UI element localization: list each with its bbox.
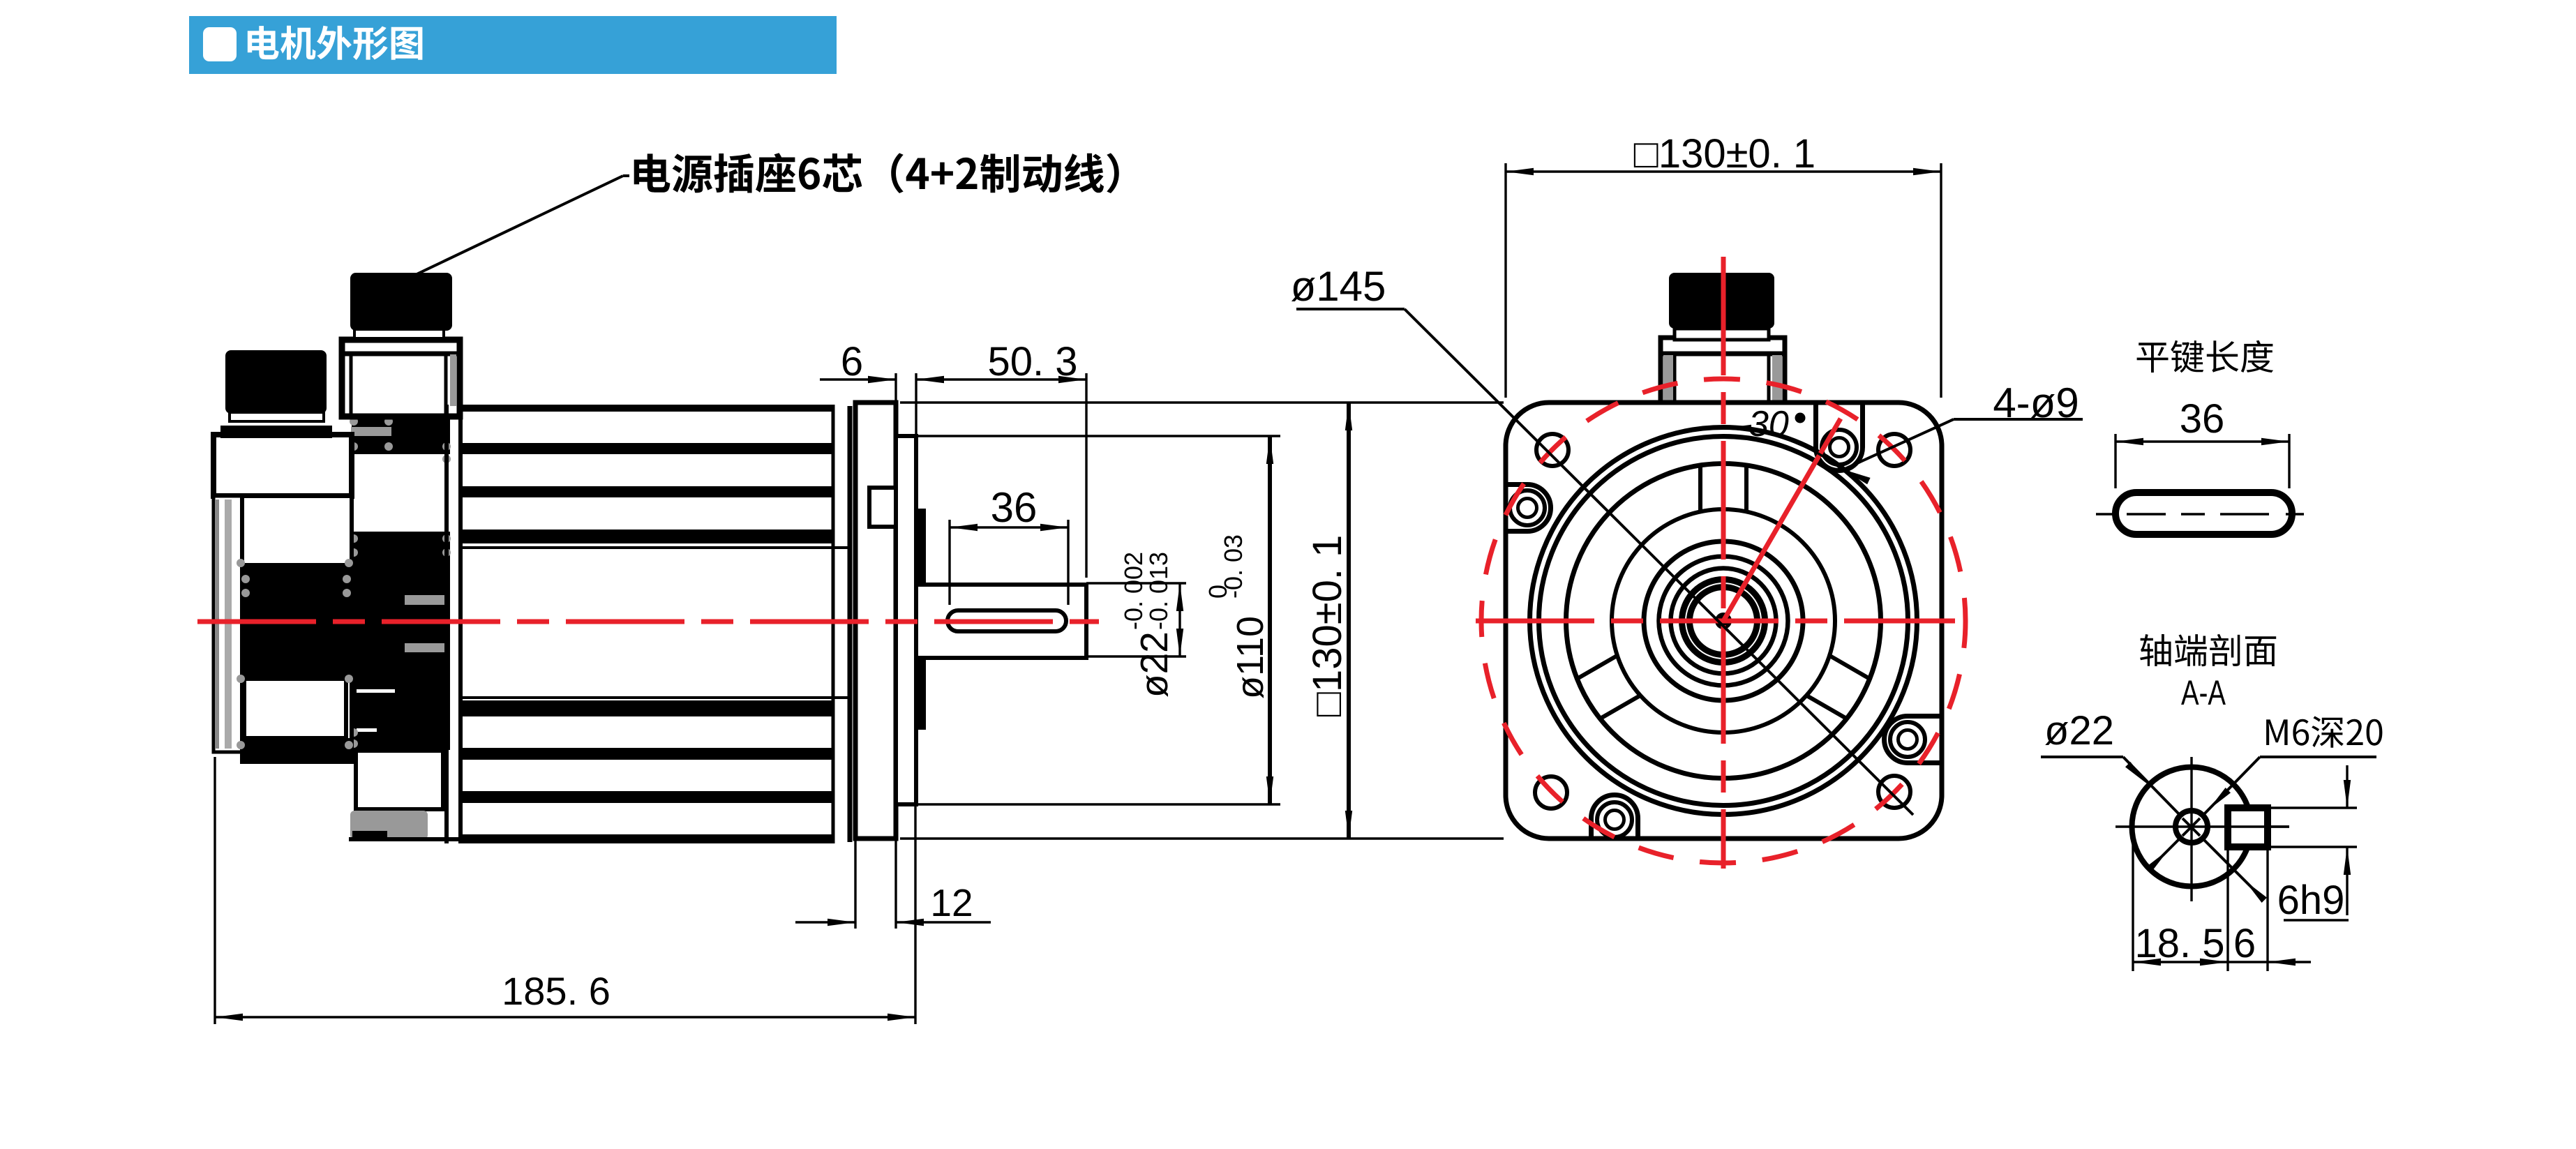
svg-text:18. 5: 18. 5 (2135, 921, 2225, 966)
svg-text:□130±0. 1: □130±0. 1 (1305, 535, 1350, 716)
svg-text:-0. 002: -0. 002 (1119, 552, 1148, 630)
svg-text:ø145: ø145 (1291, 263, 1386, 310)
svg-text:12: 12 (930, 881, 973, 924)
svg-text:-0. 013: -0. 013 (1144, 552, 1173, 630)
svg-text:A-A: A-A (2181, 673, 2226, 712)
svg-text:6h9: 6h9 (2277, 878, 2345, 923)
svg-text:185. 6: 185. 6 (502, 969, 611, 1013)
svg-text:ø22: ø22 (2044, 708, 2114, 753)
svg-text:0: 0 (1204, 585, 1232, 599)
svg-text:6: 6 (2233, 921, 2256, 966)
svg-text:30: 30 (1748, 404, 1789, 444)
svg-text:50. 3: 50. 3 (988, 339, 1078, 384)
svg-text:ø22: ø22 (1132, 631, 1176, 698)
svg-text:36: 36 (991, 484, 1038, 531)
svg-text:ø110: ø110 (1229, 616, 1271, 699)
svg-text:6: 6 (841, 339, 863, 384)
svg-text:□130±0. 1: □130±0. 1 (1634, 131, 1815, 177)
svg-text:36: 36 (2180, 396, 2225, 442)
svg-text:-0. 03: -0. 03 (1219, 534, 1248, 599)
